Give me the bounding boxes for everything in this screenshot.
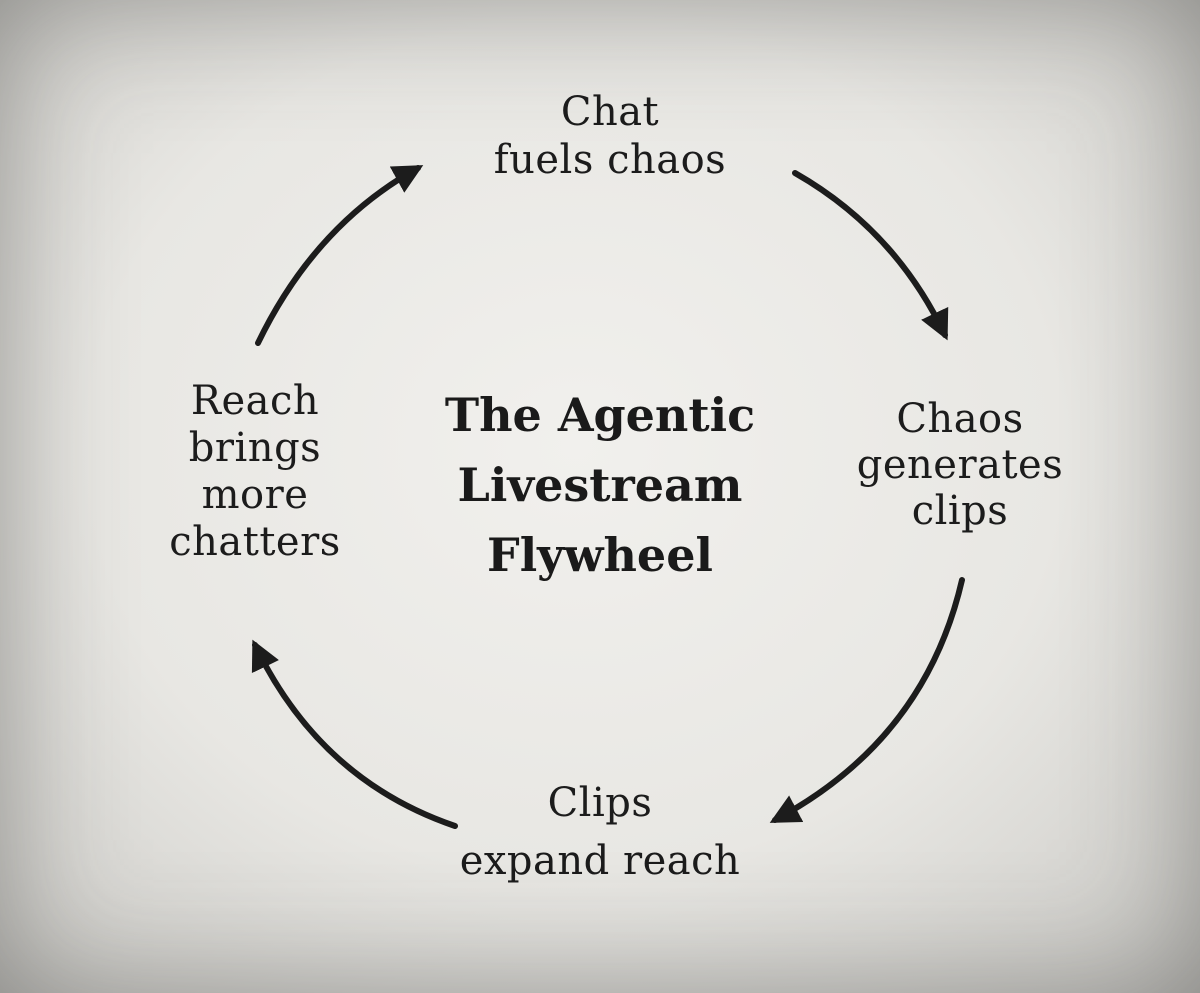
node-clips-expand-reach: Clips expand reach [395,774,805,890]
node-left-line-3: more [201,472,309,518]
node-left-line-4: chatters [169,519,341,565]
node-reach-brings-more-chatters: Reach brings more chatters [130,378,380,566]
node-left-line-1: Reach [190,378,320,424]
arrow-right-to-bottom [769,577,965,823]
node-left-line-2: brings [188,425,322,471]
node-right-line-1: Chaos [896,396,1024,442]
node-right-line-2: generates [856,442,1064,488]
arrow-top-to-right [792,170,949,341]
node-top-line-1: Chat [560,89,660,135]
node-right-line-3: clips [911,488,1009,534]
node-chat-fuels-chaos: Chat fuels chaos [420,88,800,184]
node-bottom-line-1: Clips [547,780,653,826]
title-line-2: Livestream [457,458,743,512]
diagram-title: The Agentic Livestream Flywheel [380,380,820,590]
title-line-3: Flywheel [487,528,713,582]
title-line-1: The Agentic [444,388,756,442]
node-chaos-generates-clips: Chaos generates clips [830,396,1090,534]
node-bottom-line-2: expand reach [459,838,741,884]
arrow-left-to-top [255,165,424,346]
node-top-line-2: fuels chaos [493,137,727,183]
arrow-bottom-to-left [251,639,458,829]
